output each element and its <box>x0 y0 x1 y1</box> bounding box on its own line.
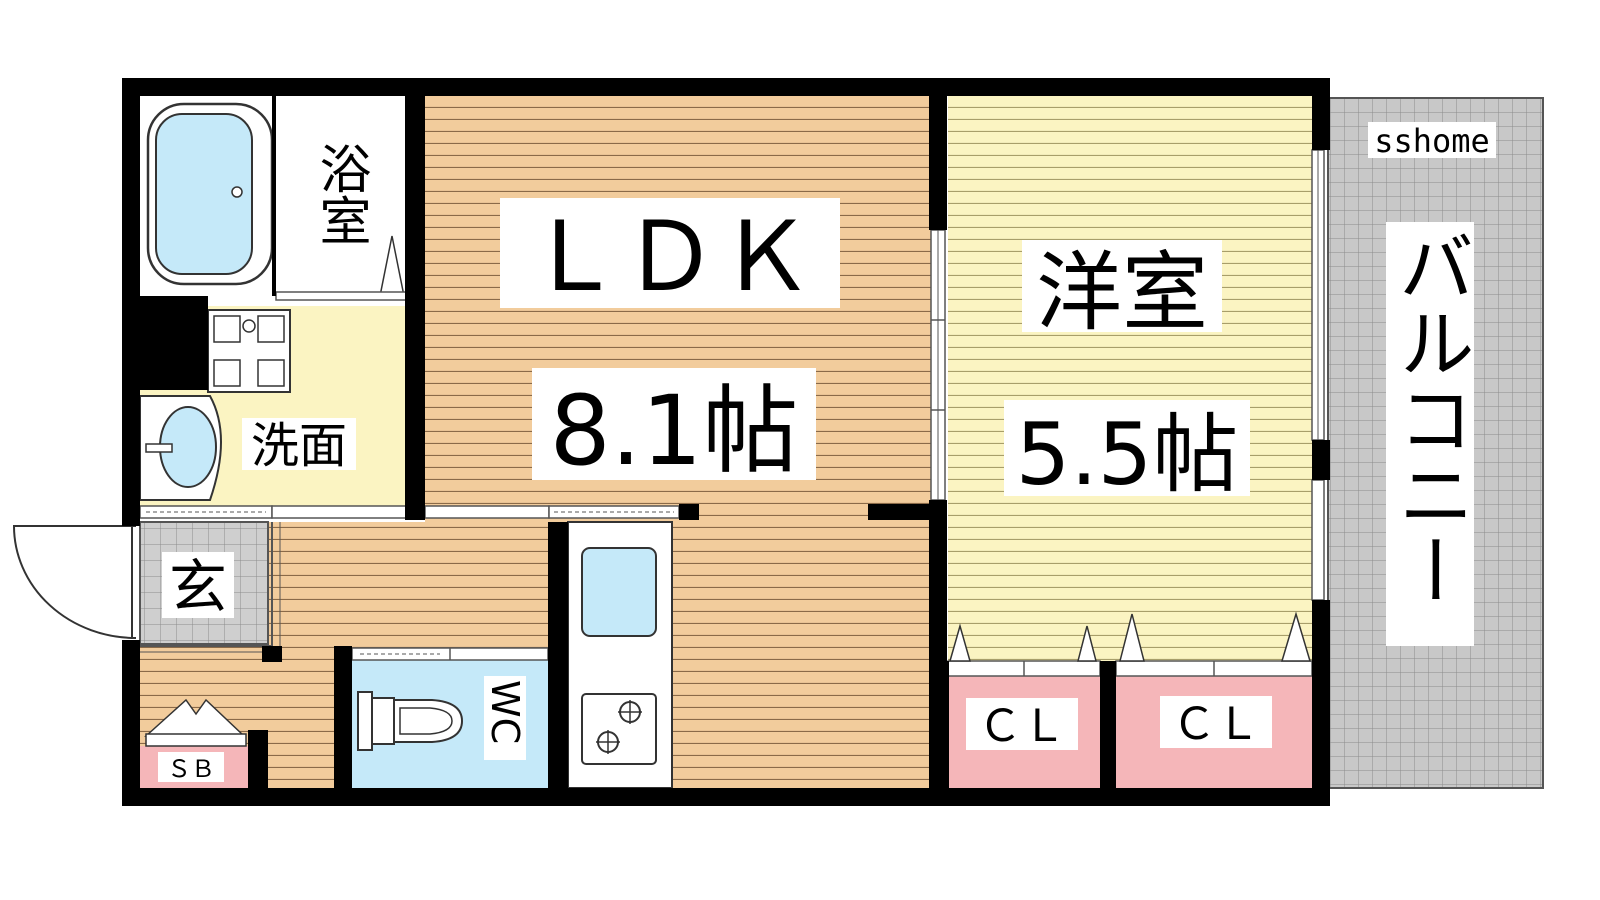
stove-icon <box>581 693 657 765</box>
balcony-label: バルコニー <box>1386 228 1475 608</box>
ldk-name-label: ＬＤＫ <box>526 201 814 313</box>
western-room-floor <box>948 96 1312 661</box>
shoebox-label: ＳＢ <box>167 755 215 783</box>
walls <box>122 78 1330 806</box>
washroom-label: 洗面 <box>251 418 347 474</box>
watermark-text: sshome <box>1374 122 1490 160</box>
bathtub-icon <box>146 102 274 286</box>
sink-icon <box>581 547 657 637</box>
entrance-label: 玄 <box>169 553 227 621</box>
western-room-name-label: 洋室 <box>1036 243 1208 343</box>
washing-machine-icon <box>207 309 291 393</box>
entrance-door-swing <box>12 525 137 639</box>
closet-left-label: ＣＬ <box>978 701 1066 752</box>
washbasin-icon <box>139 395 222 501</box>
toilet-icon <box>357 691 464 751</box>
bath-label: 浴室 <box>310 142 370 246</box>
closet-right-label: ＣＬ <box>1172 699 1260 750</box>
western-room-size-label: 5.5帖 <box>1016 405 1239 505</box>
wc-label: WC <box>483 680 527 744</box>
ldk-size-label: 8.1帖 <box>550 375 799 487</box>
